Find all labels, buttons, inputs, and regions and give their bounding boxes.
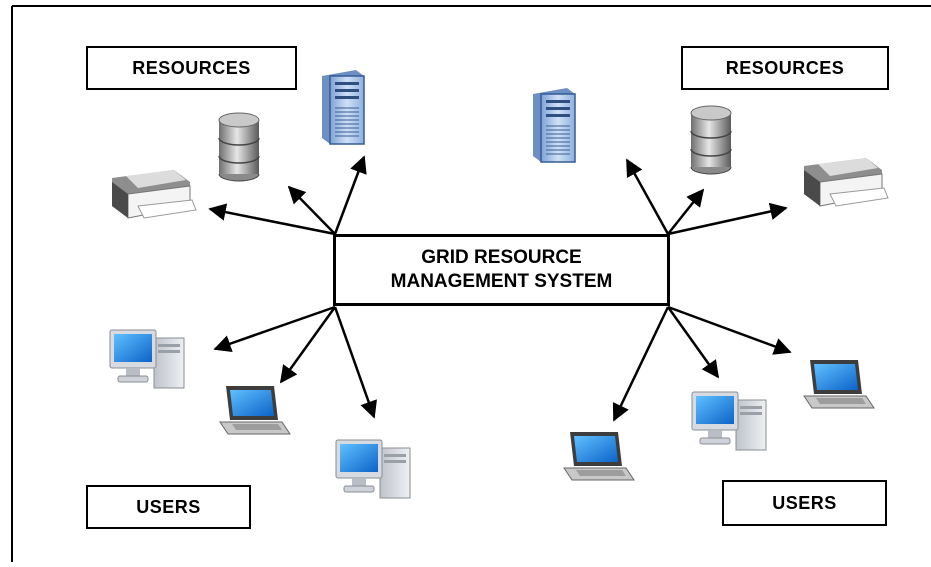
arrow-to-desktop-right [666, 306, 720, 379]
arrow-to-printer-left [208, 203, 336, 236]
arrow-to-printer-right [667, 202, 788, 236]
desktop-computer-icon [335, 439, 411, 499]
users-label-left: USERS [86, 485, 251, 529]
database-icon [218, 112, 260, 182]
arrow-to-laptop-right [667, 305, 792, 355]
resources-label-right: RESOURCES [681, 46, 889, 90]
database-icon [690, 105, 732, 175]
grid-resource-management-system-box: GRID RESOURCE MANAGEMENT SYSTEM [333, 234, 670, 306]
arrow-to-desktop-left [213, 305, 336, 353]
arrow-to-desktop-bottom [333, 306, 377, 419]
center-title-line1: GRID RESOURCE [421, 247, 582, 268]
laptop-icon [563, 431, 635, 481]
server-icon [321, 69, 365, 145]
connection-arrows [208, 155, 792, 422]
laptop-icon [803, 359, 875, 409]
server-icon [532, 87, 576, 163]
arrow-to-laptop-bottom [612, 306, 670, 422]
desktop-computer-icon [109, 329, 185, 389]
printer-icon [111, 169, 197, 219]
center-title-line2: MANAGEMENT SYSTEM [390, 271, 613, 292]
desktop-computer-icon [691, 391, 767, 451]
users-label-right: USERS [722, 480, 887, 526]
resources-label-left: RESOURCES [86, 46, 297, 90]
printer-icon [803, 157, 889, 207]
arrow-to-database-left [287, 185, 336, 235]
laptop-icon [219, 385, 291, 435]
arrow-to-database-right [667, 188, 705, 235]
arrow-to-server-left [333, 155, 367, 235]
arrow-to-server-right [625, 158, 670, 235]
arrow-to-laptop-left [279, 306, 337, 384]
